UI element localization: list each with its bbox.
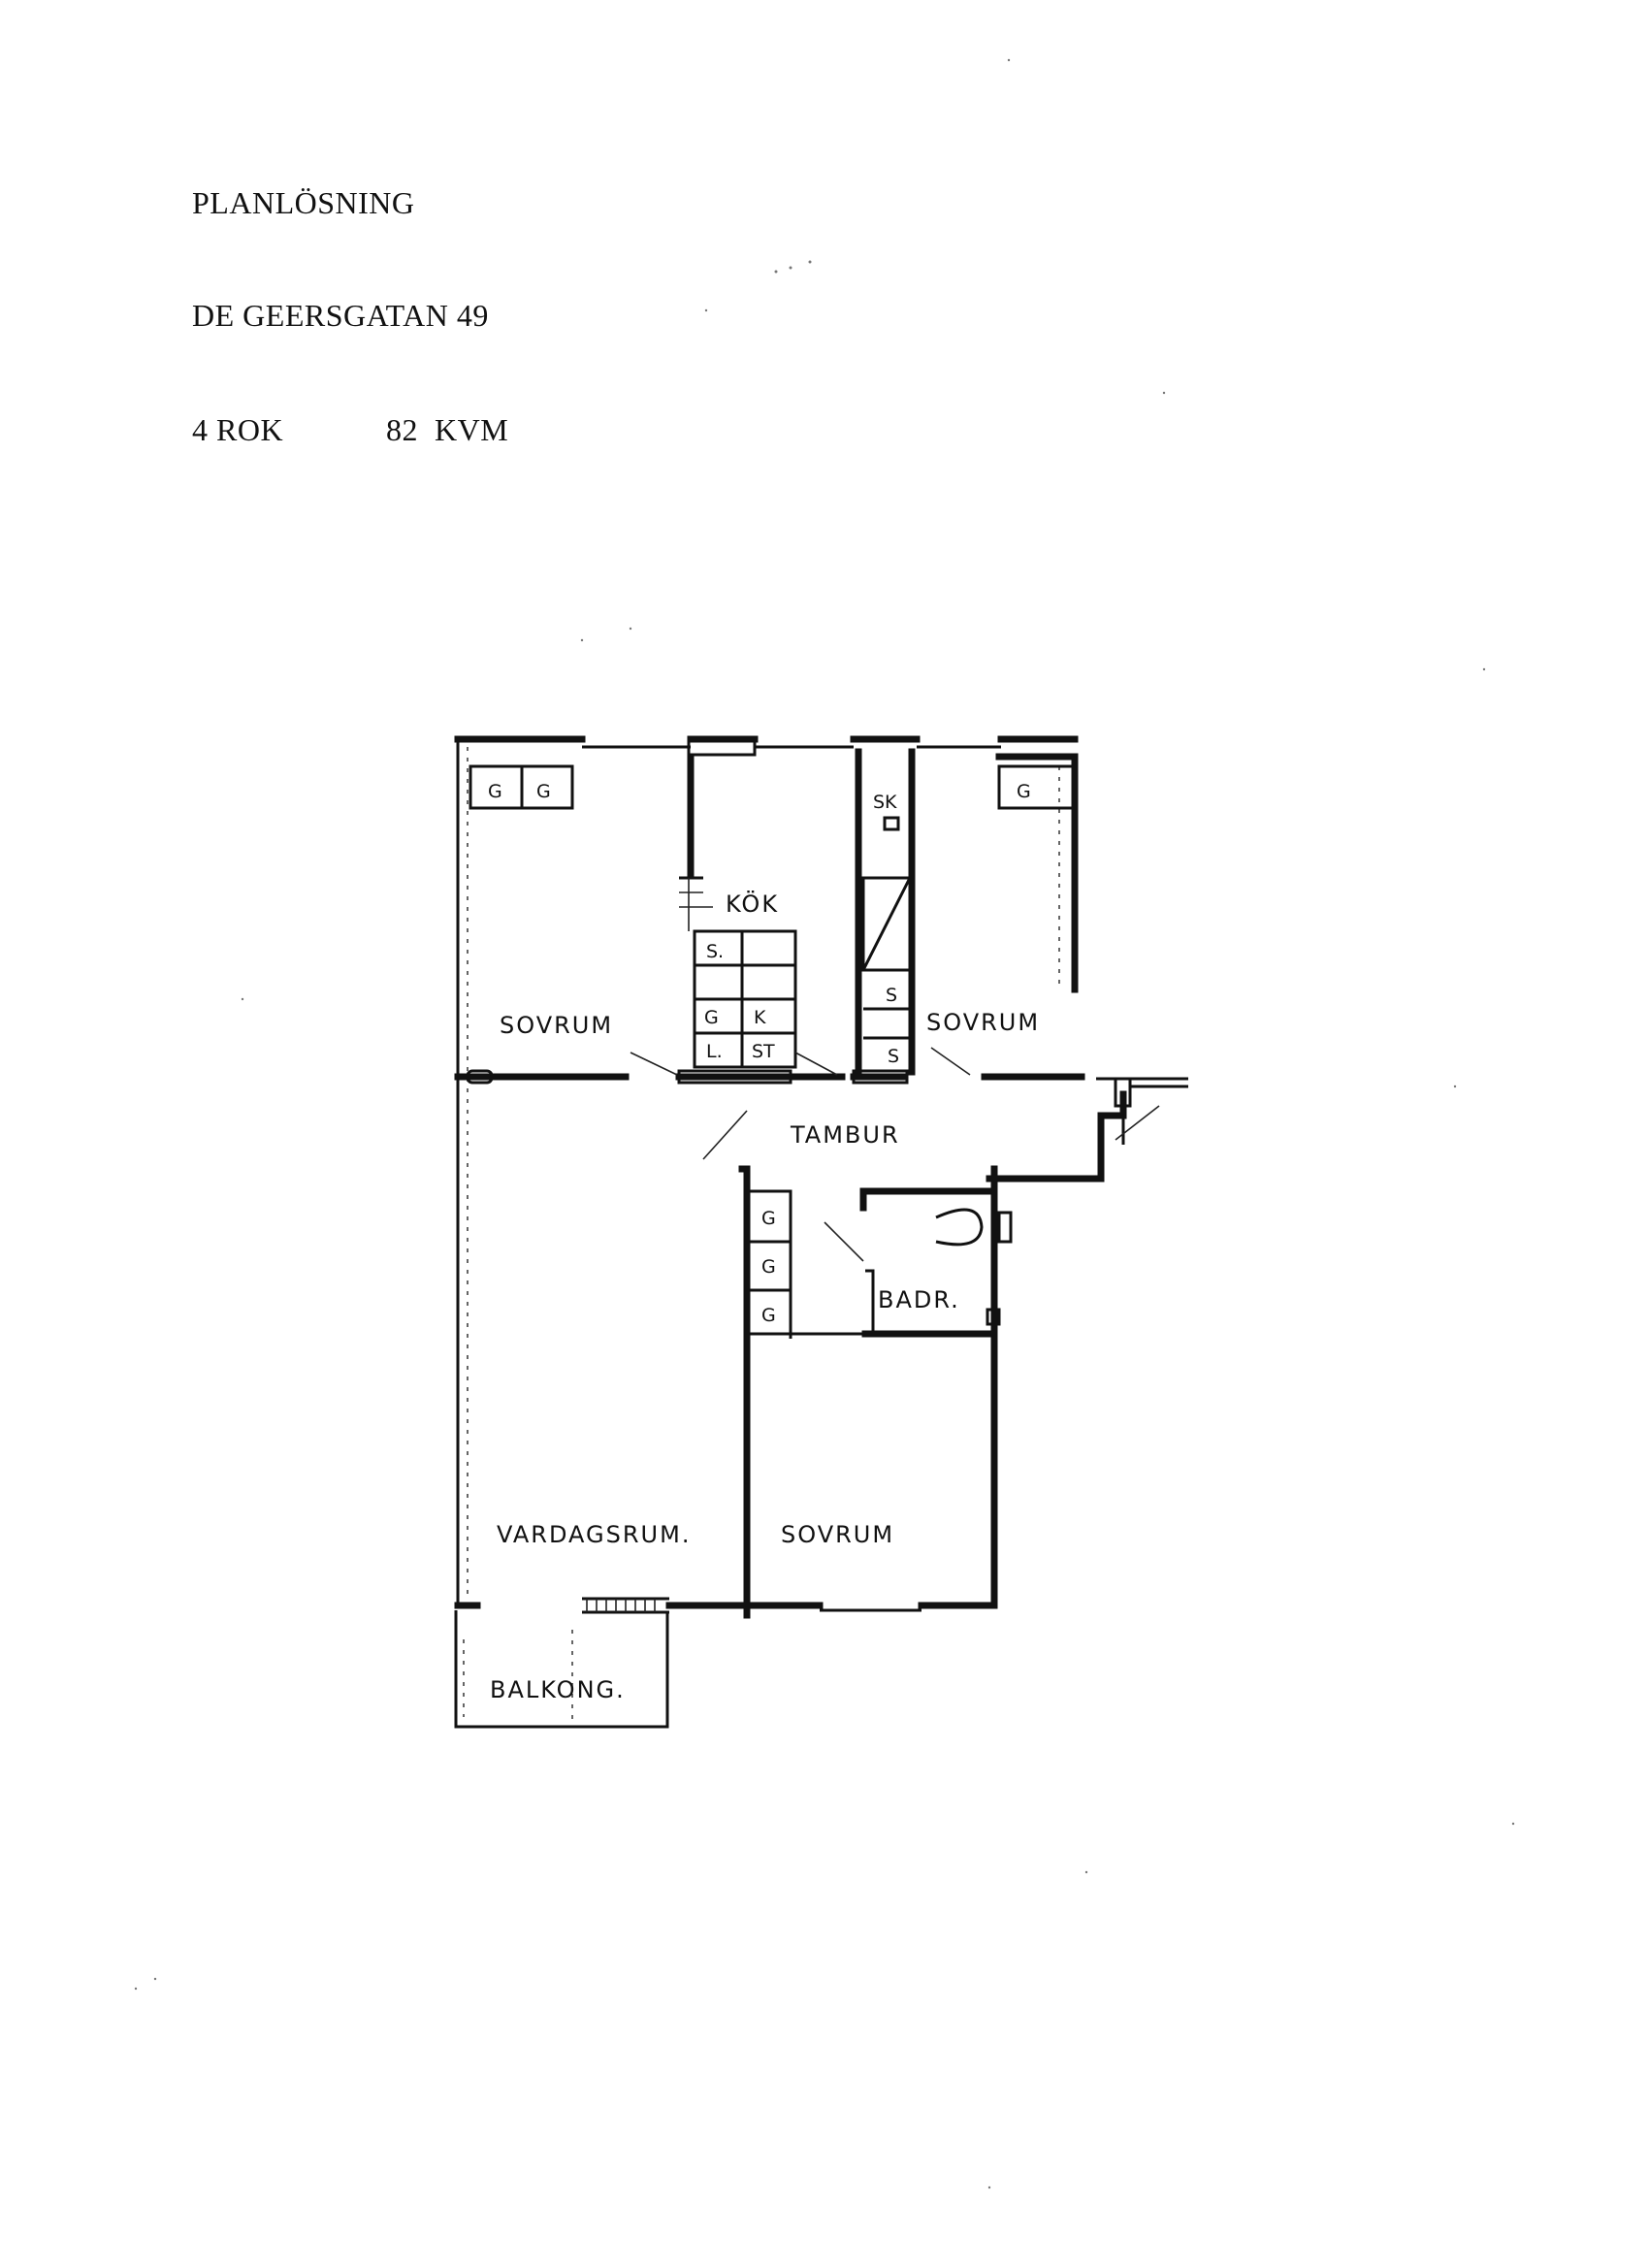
wardrobe-label-3: G [1017,781,1031,802]
fixture-label-k: K [754,1007,766,1028]
fixture-label-sk: SK [873,792,897,813]
apartment-size: 4 ROK 82 KVM [192,412,508,448]
wardrobe-label-2: G [536,781,551,802]
fixture-label-l: L. [706,1041,723,1062]
room-label-bathroom: BADR. [878,1286,960,1313]
room-label-balcony: BALKONG. [490,1676,626,1703]
walls [454,735,1188,1729]
address: DE GEERSGATAN 49 [192,298,489,333]
wardrobe-label-1: G [488,781,502,802]
room-label-bedroom-left: SOVRUM [500,1012,613,1039]
wardrobe-label-5: G [761,1256,776,1278]
fixtures [469,764,1077,1326]
fixture-label-st: ST [752,1041,775,1062]
fixture-label-s-1: S [886,985,897,1006]
plan-title: PLANLÖSNING [192,185,415,220]
room-label-hall: TAMBUR [790,1121,900,1149]
room-label-living-room: VARDAGSRUM. [497,1521,691,1548]
scan-noise [134,58,1515,2189]
fixture-label-s: S. [706,941,724,962]
fixture-label-g: G [704,1007,719,1028]
wardrobe-label-6: G [761,1305,776,1326]
wardrobe-label-4: G [761,1208,776,1229]
room-label-kitchen: KÖK [726,890,779,918]
floor-area: 82 KVM [386,412,509,447]
room-label-bedroom-bottom: SOVRUM [781,1521,894,1548]
fixture-label-s-2: S [888,1046,899,1067]
door-swings [630,878,971,1262]
room-count: 4 ROK [192,412,284,447]
room-label-bedroom-right: SOVRUM [926,1009,1040,1036]
windows [466,735,1013,1244]
